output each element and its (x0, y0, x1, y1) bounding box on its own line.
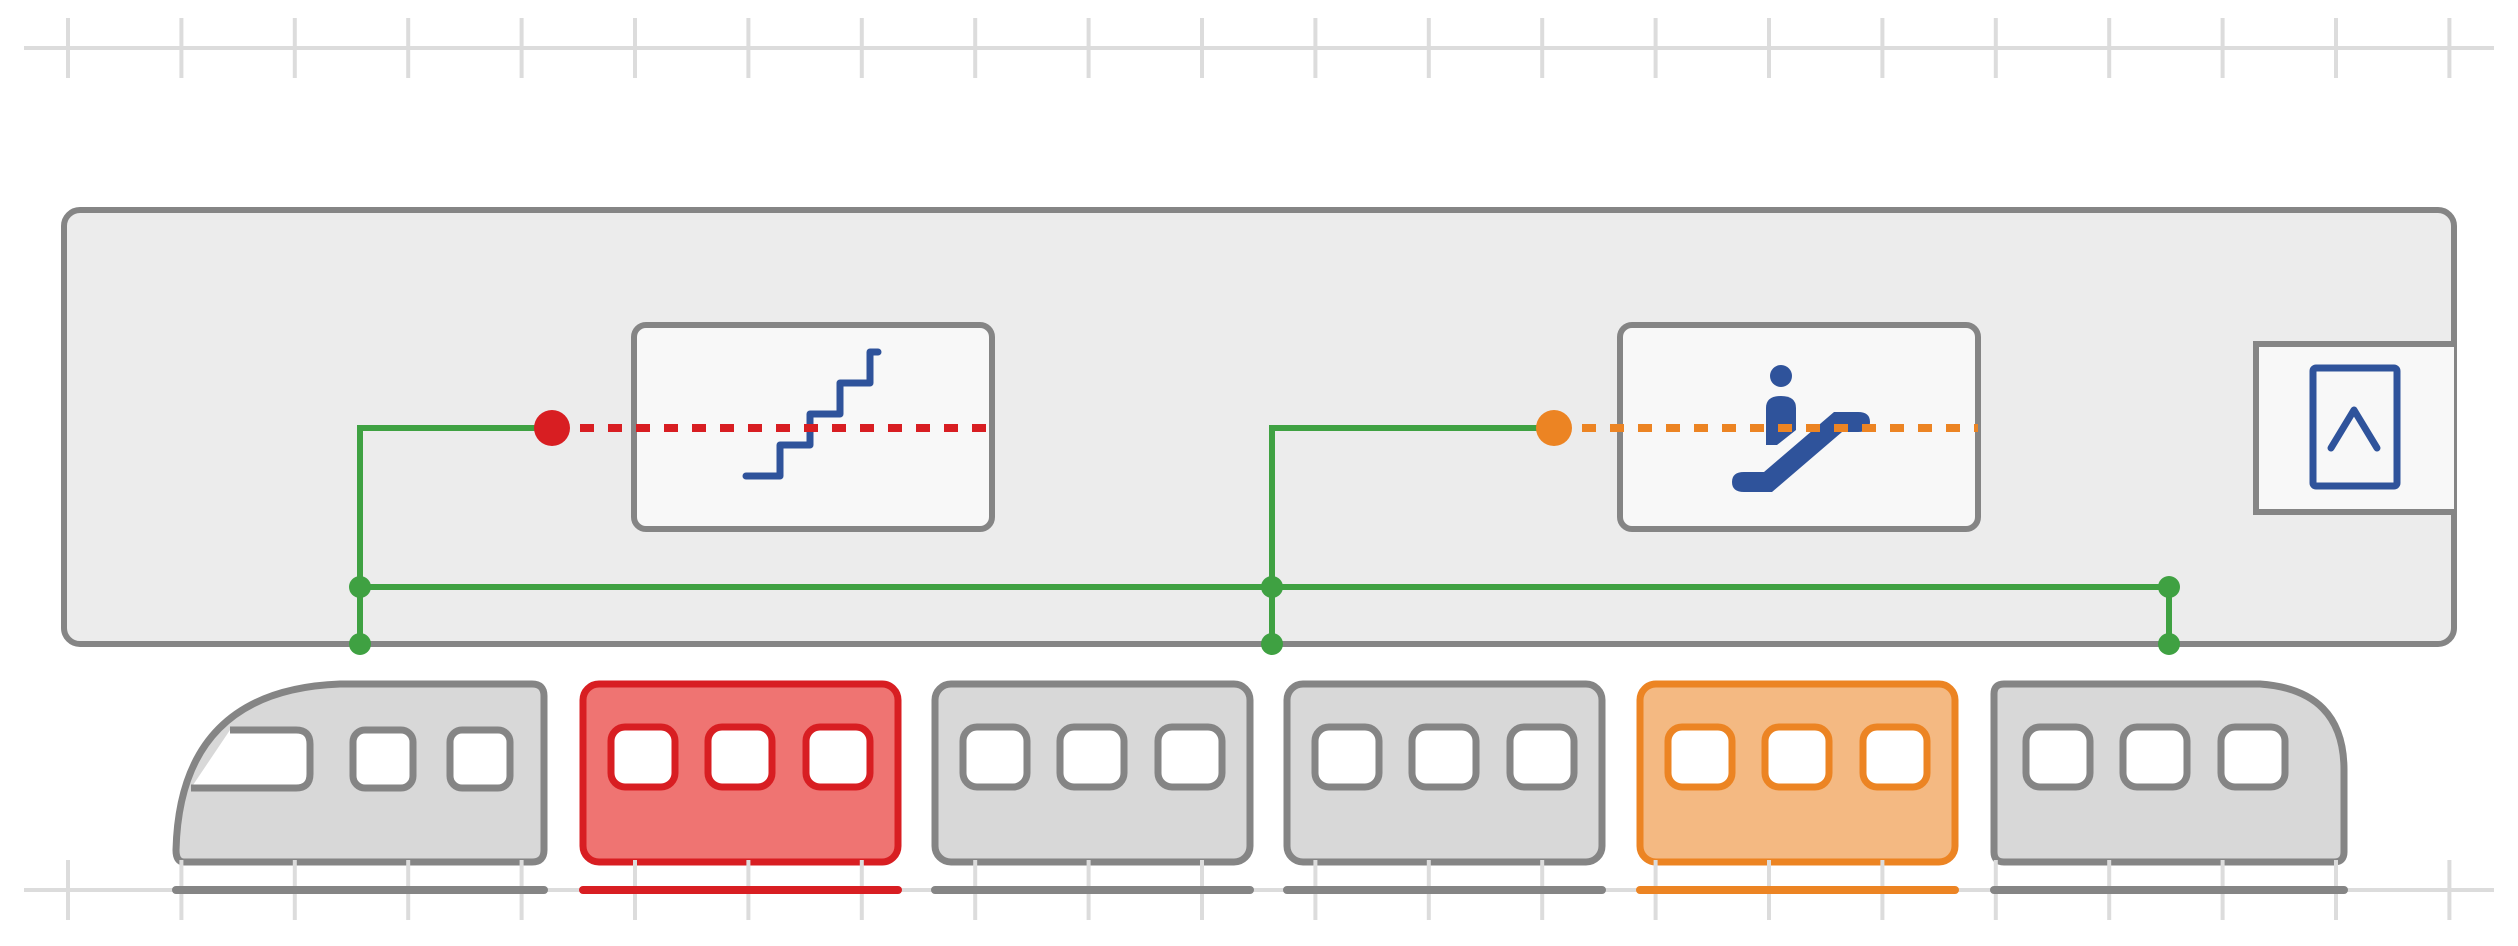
route-node (349, 633, 371, 655)
car-window (1154, 723, 1226, 791)
escalator-marker (1536, 410, 1572, 446)
car-window (1408, 723, 1480, 791)
car-window (2022, 723, 2094, 791)
car-window (446, 726, 514, 792)
car-window (607, 723, 679, 791)
car-window (2217, 723, 2289, 791)
car-window (1311, 723, 1383, 791)
car-window (349, 726, 417, 792)
car-window (1859, 723, 1931, 791)
car-window (704, 723, 776, 791)
car-window (959, 723, 1031, 791)
top-ruler (24, 18, 2494, 78)
stairs-marker (534, 410, 570, 446)
car-window (802, 723, 874, 791)
car-window (1761, 723, 1833, 791)
car-window (1664, 723, 1736, 791)
train-car-3 (931, 680, 1254, 866)
car-window (2119, 723, 2191, 791)
elevator-icon (2309, 364, 2401, 490)
train-car-2 (579, 680, 902, 866)
train (172, 680, 2348, 866)
route-node (349, 576, 371, 598)
route-node (1261, 576, 1283, 598)
train-car-6 (1990, 680, 2348, 866)
route-node (2158, 633, 2180, 655)
train-car-5 (1636, 680, 1959, 866)
route-node (1261, 633, 1283, 655)
train-car-4 (1283, 680, 1606, 866)
stairs-icon (742, 348, 882, 480)
car-window (1056, 723, 1128, 791)
route-node (2158, 576, 2180, 598)
elevator-box (2253, 341, 2454, 515)
train-car-1 (172, 680, 548, 866)
car-window (1506, 723, 1578, 791)
route-nodes (349, 576, 2180, 655)
